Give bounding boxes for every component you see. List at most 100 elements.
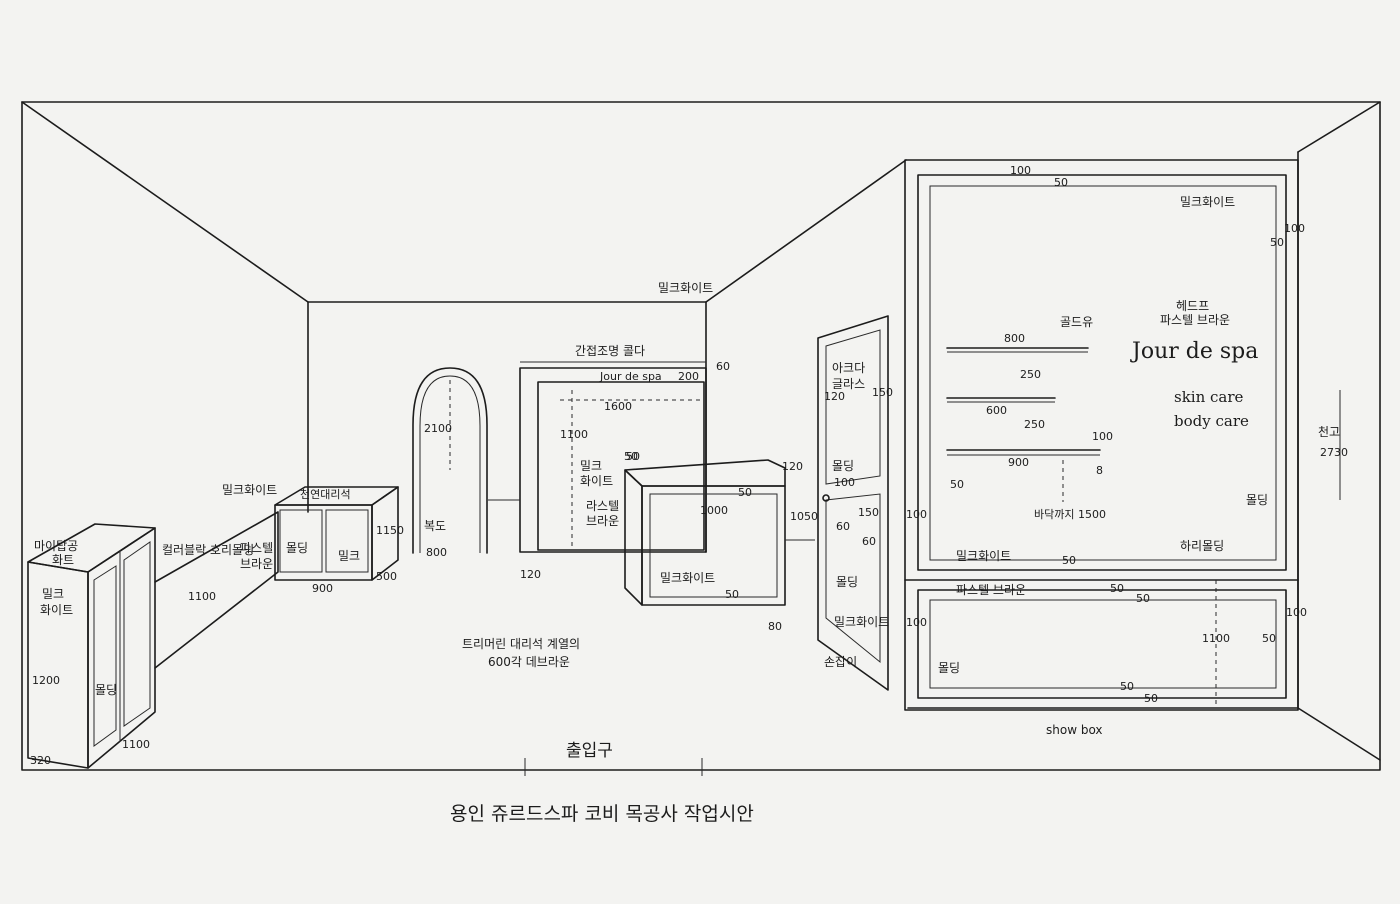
shelf-label: 골드유 xyxy=(1060,315,1093,329)
island-counter xyxy=(624,459,815,606)
ceiling-edge-back-right xyxy=(705,159,907,303)
entrance-label: 출입구 xyxy=(566,741,613,761)
arch-opening xyxy=(412,367,488,554)
counter-height: 1150 xyxy=(376,524,404,537)
cabinet-molding: 몰딩 xyxy=(95,683,117,697)
showbox-divider-dim-2: 50 xyxy=(1136,592,1150,605)
showbox-divider-label: 파스텔 브라운 xyxy=(956,583,1026,597)
back-panel-height: 1100 xyxy=(560,428,588,441)
door-top-label-2: 글라스 xyxy=(832,377,865,391)
showbox-divider-dim-1: 50 xyxy=(1110,582,1124,595)
arch-height: 2100 xyxy=(424,422,452,435)
showbox-top-label: 밀크화이트 xyxy=(1180,195,1235,209)
floor-note-line2: 600각 데브라운 xyxy=(488,655,570,669)
showbox-lower-dim-3: 100 xyxy=(1286,606,1307,619)
showbox-mid-label: 밀크화이트 xyxy=(956,549,1011,563)
island-dim-50-2: 50 xyxy=(725,588,739,601)
counter-depth: 500 xyxy=(376,570,397,583)
left-wall-height: 1100 xyxy=(188,590,216,603)
island-dim-120: 120 xyxy=(782,460,803,473)
showbox-upper-frame xyxy=(917,174,1287,571)
back-panel-dim-120: 120 xyxy=(520,568,541,581)
back-feature-outer xyxy=(519,367,707,553)
island-width: 1000 xyxy=(700,504,728,517)
door-handle xyxy=(822,494,830,502)
door-lower-label-1: 몰딩 xyxy=(836,575,858,589)
shelf-width-3: 900 xyxy=(1008,456,1029,469)
back-panel-dim-50: 50 xyxy=(624,450,638,463)
cabinet-width: 1100 xyxy=(122,738,150,751)
door-panel-dim-4: 60 xyxy=(862,535,876,548)
showbox-brand: Jour de spa xyxy=(1130,339,1258,364)
door-floor-label: 손잡이 xyxy=(824,655,857,669)
cabinet-door-left xyxy=(93,565,117,747)
ceiling-height-value: 2730 xyxy=(1320,446,1348,459)
indirect-light-label: 간접조명 콜다 xyxy=(575,344,645,358)
island-front xyxy=(641,485,786,606)
ceiling-edge-right xyxy=(1297,101,1381,153)
arch-outer xyxy=(412,367,488,554)
cabinet-top-label-1: 마이탑공 xyxy=(34,539,78,553)
showbox-lower-inner xyxy=(929,599,1277,689)
showbox-top-dim-1: 100 xyxy=(1010,164,1031,177)
shelf-gap-2: 250 xyxy=(1024,418,1045,431)
island-top xyxy=(624,459,786,487)
left-cabinet xyxy=(27,523,156,769)
showbox-molding-right: 몰딩 xyxy=(1246,493,1268,507)
shelf-width-1: 800 xyxy=(1004,332,1025,345)
left-wall-label-2: 파스텔 xyxy=(240,541,273,555)
island-dim-50-3: 50 xyxy=(626,450,640,463)
shelf-gap-1: 250 xyxy=(1020,368,1041,381)
shelf-floor-note: 바닥까지 1500 xyxy=(1034,508,1106,521)
arch-width: 800 xyxy=(426,546,447,559)
counter-milk: 밀크 xyxy=(338,549,360,563)
showbox-right-dim-2: 50 xyxy=(1270,236,1284,249)
island-label: 밀크화이트 xyxy=(660,571,715,585)
island-dim-80: 80 xyxy=(768,620,782,633)
back-panel-lower-1: 라스텔 xyxy=(586,499,619,513)
cabinet-door-right xyxy=(123,541,151,727)
back-panel-width: 1600 xyxy=(604,400,632,413)
showbox-lower-frame xyxy=(917,589,1287,699)
cabinet-side-label-1: 밀크 xyxy=(42,587,64,601)
showbox-bottom-dim-1: 50 xyxy=(1120,680,1134,693)
counter-side xyxy=(371,486,399,581)
ceiling-height-label: 천고 xyxy=(1318,424,1340,439)
showbox-lower-label: 몰딩 xyxy=(938,661,960,675)
island-front-inset xyxy=(649,493,778,598)
island-dim-50-1: 50 xyxy=(738,486,752,499)
door-hinge: 150 xyxy=(872,386,893,399)
left-wall-molding xyxy=(154,511,279,669)
labels: 용인 쥬르드스파 코비 목공사 작업시안 출입구 천고 2730 트리머린 대리… xyxy=(30,164,1348,825)
door-width-left: 120 xyxy=(824,390,845,403)
shelf-floor-dim: 50 xyxy=(950,478,964,491)
cabinet-top xyxy=(27,523,156,573)
showbox-outer xyxy=(904,159,1299,711)
door-glass-panel xyxy=(825,329,881,485)
shelf-width-2: 600 xyxy=(986,404,1007,417)
island-height: 1050 xyxy=(790,510,818,523)
showbox-mid-dim: 50 xyxy=(1062,554,1076,567)
outer-frame xyxy=(21,101,1381,771)
island-side xyxy=(624,469,643,606)
shelf-side-dim-1: 100 xyxy=(1092,430,1113,443)
cabinet-depth: 320 xyxy=(30,754,51,767)
showbox-divider-molding: 하리몰딩 xyxy=(1180,539,1224,553)
back-feature-wall xyxy=(488,361,707,553)
arch-floor-label: 복도 xyxy=(424,519,446,533)
back-panel-lower-2: 브라운 xyxy=(586,514,619,528)
wainscot-panel xyxy=(154,511,279,669)
room-frame xyxy=(21,101,1381,776)
showbox-top-dim-2: 50 xyxy=(1054,176,1068,189)
counter xyxy=(274,486,399,581)
cabinet-height: 1200 xyxy=(32,674,60,687)
cabinet-front xyxy=(87,527,156,769)
showbox-left-dim: 100 xyxy=(906,508,927,521)
counter-molding: 몰딩 xyxy=(286,541,308,555)
door-panel-dim-2: 60 xyxy=(836,520,850,533)
showbox-lower-dim-2: 50 xyxy=(1262,632,1276,645)
brand-callout-2: 파스텔 브라운 xyxy=(1160,313,1230,327)
arch-inner xyxy=(419,375,481,553)
